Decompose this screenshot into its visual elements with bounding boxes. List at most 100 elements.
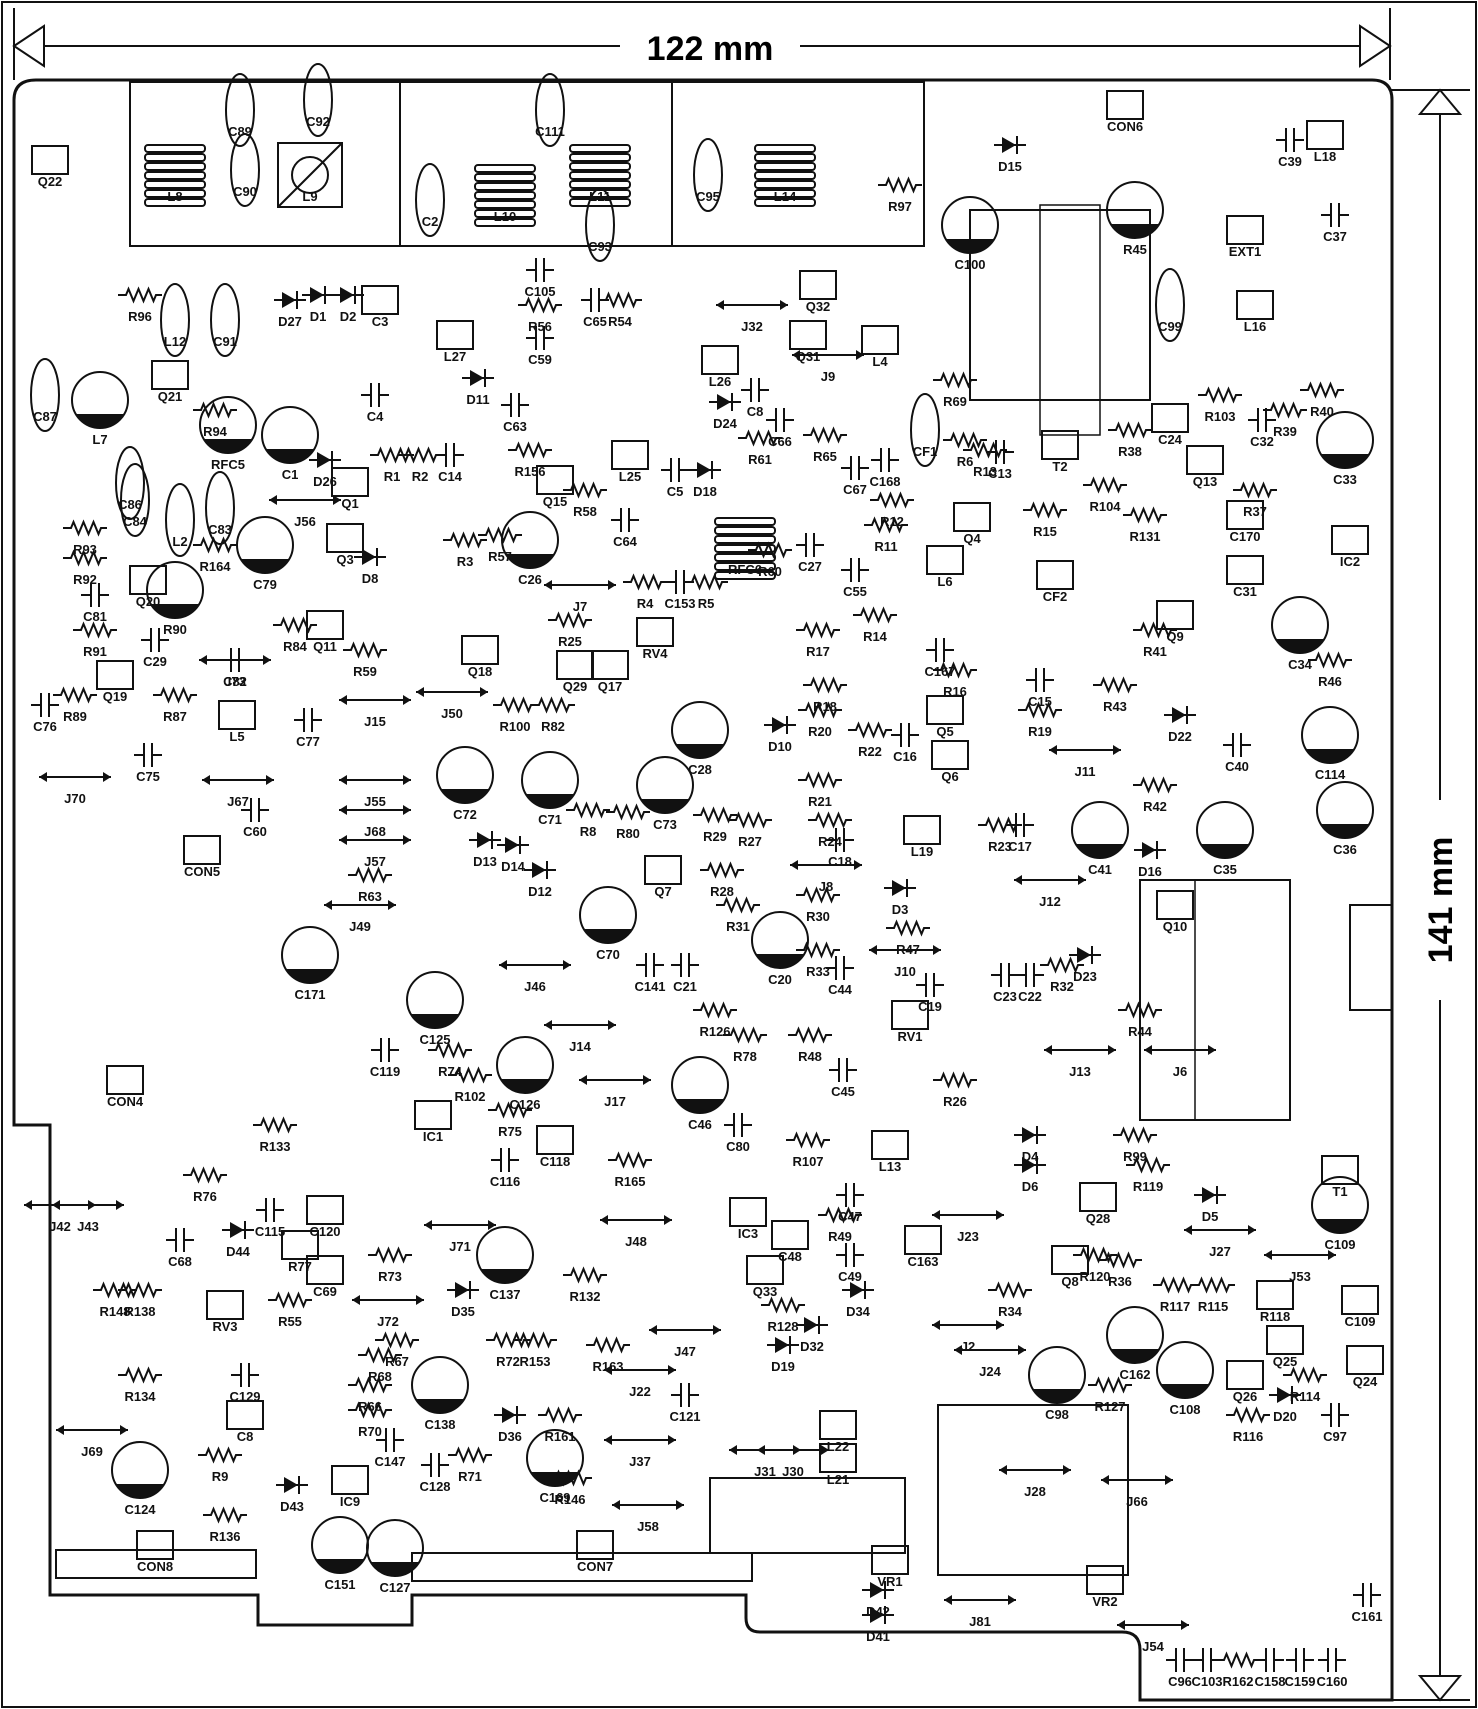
component-label: C26 [518, 572, 542, 587]
component-label: C159 [1284, 1674, 1315, 1689]
component-r59: R59 [343, 641, 387, 679]
component-label: R40 [1310, 404, 1334, 419]
component-label: C4 [367, 409, 384, 424]
component-c160: C160 [1316, 1648, 1348, 1689]
component-label: C128 [419, 1479, 450, 1494]
component-label: R14 [863, 629, 888, 644]
component-l18: L18 [1306, 120, 1344, 164]
component-label: J55 [364, 794, 386, 809]
component-label: L19 [911, 844, 933, 859]
height-dimension-label: 141 mm [1422, 837, 1460, 964]
component-j17: J17 [579, 1075, 651, 1109]
component-q10: Q10 [1156, 890, 1194, 934]
component-c79: C79 [236, 516, 294, 592]
component-c63: C63 [501, 393, 529, 434]
component-label: R37 [1243, 504, 1267, 519]
component-r119: R119 [1126, 1156, 1170, 1194]
component-label: Q31 [796, 349, 821, 364]
component-r8: R8 [566, 801, 610, 839]
component-label: Q5 [936, 724, 953, 739]
component-c105: C105 [524, 258, 556, 299]
component-r63: R63 [348, 866, 392, 904]
component-c91: C91 [210, 283, 240, 357]
component-d2: D2 [332, 286, 364, 324]
component-j69: J69 [56, 1425, 128, 1459]
component-label: D20 [1273, 1409, 1297, 1424]
component-c158: C158 [1254, 1648, 1286, 1689]
component-label: Q10 [1163, 919, 1188, 934]
component-j6: J6 [1144, 1045, 1216, 1079]
component-label: R78 [733, 1049, 757, 1064]
component-label: R164 [199, 559, 231, 574]
component-j70: J70 [39, 772, 111, 806]
component-label: C60 [243, 824, 267, 839]
component-label: C114 [1315, 767, 1346, 782]
component-label: Q8 [1061, 1274, 1078, 1289]
component-r24: R24 [808, 811, 852, 849]
component-label: Q17 [598, 679, 623, 694]
component-r49: R49 [818, 1206, 862, 1244]
component-r73: R73 [368, 1246, 412, 1284]
component-label: R80 [616, 826, 640, 841]
component-r146: R146 [548, 1469, 592, 1507]
component-label: R72 [496, 1354, 520, 1369]
component-c20: C20 [751, 911, 809, 987]
component-label: RV3 [212, 1319, 237, 1334]
component-label: C18 [828, 854, 852, 869]
component-r128: R128 [761, 1296, 805, 1334]
component-label: CON7 [577, 1559, 613, 1574]
component-label: C83 [208, 522, 232, 537]
component-c40: C40 [1223, 733, 1251, 774]
component-d11: D11 [462, 369, 494, 407]
component-label: J11 [1075, 764, 1096, 779]
component-r9: R9 [198, 1446, 242, 1484]
component-label: C100 [954, 257, 985, 272]
component-label: L27 [444, 349, 466, 364]
component-label: R17 [806, 644, 830, 659]
component-label: CON5 [184, 864, 220, 879]
component-q11: Q11 [306, 610, 344, 654]
component-r45: R45 [1106, 181, 1164, 257]
component-label: J23 [957, 1229, 979, 1244]
component-label: L8 [167, 189, 182, 204]
component-label: C171 [294, 987, 325, 1002]
component-c8b: C8 [226, 1400, 264, 1444]
component-label: R162 [1222, 1674, 1253, 1689]
component-j22: J22 [604, 1365, 676, 1399]
component-label: R4 [637, 596, 654, 611]
component-label: R68 [368, 1369, 392, 1384]
component-j58: J58 [612, 1500, 684, 1534]
component-c92: C92 [303, 63, 333, 137]
component-c68: C68 [166, 1228, 194, 1269]
component-con5: CON5 [183, 835, 221, 879]
component-label: D15 [998, 159, 1022, 174]
component-r16: R16 [933, 661, 977, 699]
component-c103: C103 [1191, 1648, 1223, 1689]
component-label: J56 [294, 514, 316, 529]
component-c161: C161 [1351, 1583, 1383, 1624]
component-label: C80 [726, 1139, 750, 1154]
component-t2: T2 [1041, 430, 1079, 474]
component-label: R70 [358, 1424, 382, 1439]
component-label: R165 [614, 1174, 645, 1189]
component-label: R97 [888, 199, 912, 214]
component-r60: R60 [748, 541, 792, 579]
component-j46: J46 [499, 960, 571, 994]
component-c66: C66 [766, 408, 794, 449]
component-label: RV4 [642, 646, 668, 661]
component-label: R126 [699, 1024, 730, 1039]
component-label: C23 [993, 989, 1017, 1004]
component-c138: C138 [411, 1356, 469, 1432]
component-r54: R54 [598, 291, 642, 329]
component-c83: C83 [205, 471, 235, 545]
component-label: R60 [758, 564, 782, 579]
component-label: R32 [1050, 979, 1074, 994]
component-label: R131 [1129, 529, 1160, 544]
component-label: C45 [831, 1084, 855, 1099]
component-label: L7 [92, 432, 107, 447]
component-c73: C73 [636, 756, 694, 832]
component-label: R2 [412, 469, 429, 484]
component-label: C84 [123, 514, 148, 529]
component-label: R138 [124, 1304, 155, 1319]
component-label: R46 [1318, 674, 1342, 689]
